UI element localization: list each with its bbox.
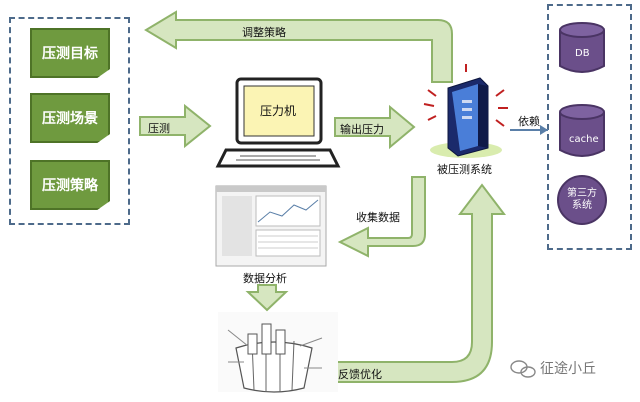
arrow-feedback-optimize — [329, 183, 507, 383]
wechat-icon — [510, 360, 536, 378]
db-label: DB — [575, 48, 590, 59]
doc-scenario: 压测场景 — [30, 93, 110, 143]
watermark-text: 征途小丘 — [540, 361, 596, 377]
server-icon — [423, 64, 508, 158]
server-label: 被压测系统 — [437, 163, 492, 176]
laptop-label: 压力机 — [260, 104, 297, 118]
doc-target: 压测目标 — [30, 28, 110, 78]
label-feedback-optimize: 反馈优化 — [338, 368, 382, 381]
arrow-collect-data — [337, 176, 426, 258]
barrel-illustration-image — [218, 312, 338, 393]
third-party-system-icon: 第三方 系统 — [557, 175, 607, 225]
arrow-stress — [139, 103, 212, 149]
arrow-output-pressure — [334, 104, 416, 150]
label-stress: 压测 — [148, 122, 170, 135]
arrow-adjust-strategy — [144, 10, 453, 83]
laptop-icon — [215, 77, 341, 168]
left-dependencies-group — [9, 17, 130, 225]
doc-strategy: 压测策略 — [30, 160, 110, 210]
label-depend: 依赖 — [518, 115, 540, 128]
db-cylinder-icon — [559, 22, 605, 73]
cache-cylinder-icon — [559, 104, 605, 157]
label-collect-data: 收集数据 — [356, 211, 400, 224]
analysis-screenshot-image — [215, 185, 327, 267]
label-output-pressure: 输出压力 — [340, 123, 384, 136]
label-data-analysis: 数据分析 — [243, 272, 287, 285]
arrow-data-analysis — [245, 284, 289, 312]
right-dependencies-group — [547, 4, 632, 250]
third-party-line1: 第三方 — [567, 188, 597, 199]
label-adjust-strategy: 调整策略 — [242, 26, 286, 39]
third-party-line2: 系统 — [572, 200, 592, 211]
cache-label: cache — [569, 134, 599, 145]
